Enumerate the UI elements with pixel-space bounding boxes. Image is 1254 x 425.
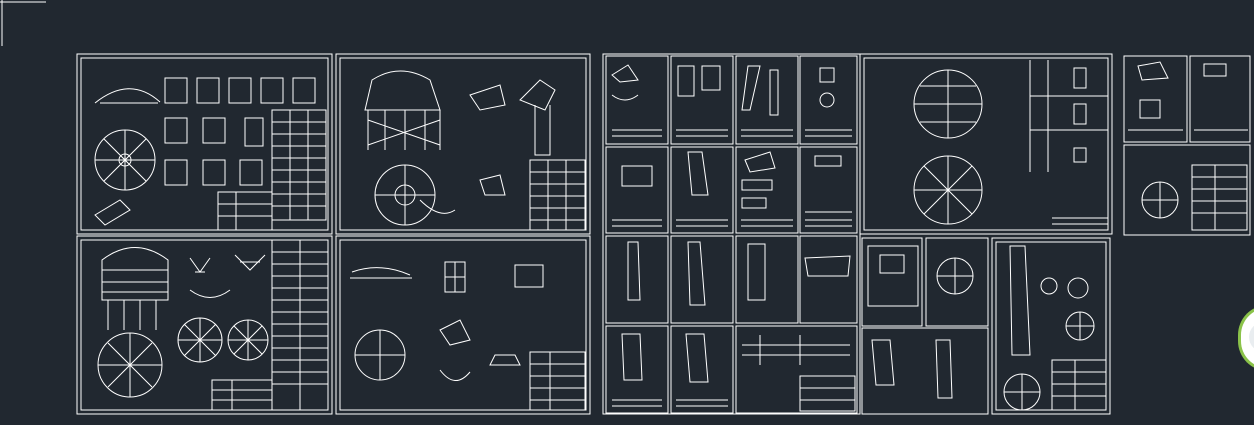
ucs-crosshair-icon — [0, 0, 46, 46]
sheet-small-part-2[interactable] — [1189, 55, 1251, 143]
sheet-support-1[interactable] — [861, 237, 923, 327]
sheet-sphere-plan[interactable] — [859, 53, 1113, 235]
sheet-small-part-1[interactable] — [1123, 55, 1188, 143]
sheet-part-14[interactable] — [670, 325, 734, 414]
sheet-part-9[interactable] — [605, 235, 669, 324]
sheet-support-2[interactable] — [925, 237, 989, 327]
sheet-part-7[interactable] — [735, 146, 799, 234]
sheet-small-part-3[interactable] — [1123, 144, 1251, 236]
navigation-wheel-center[interactable] — [1249, 322, 1254, 352]
sheet-part-15[interactable] — [735, 325, 858, 414]
sheet-sphere-assembly[interactable] — [76, 235, 333, 415]
sheet-part-5[interactable] — [605, 146, 669, 234]
sheet-part-1[interactable] — [605, 55, 669, 145]
sheet-part-13[interactable] — [605, 325, 669, 414]
sheet-part-8[interactable] — [799, 146, 858, 234]
sheet-part-4[interactable] — [799, 55, 858, 145]
sheet-sphere-details[interactable] — [76, 53, 333, 235]
sheet-support-3[interactable] — [861, 327, 989, 415]
sheet-vessel-elevation[interactable] — [335, 53, 591, 235]
sheet-part-6[interactable] — [670, 146, 734, 234]
sheet-part-2[interactable] — [670, 55, 734, 145]
sheet-part-12[interactable] — [799, 235, 858, 324]
sheet-foundation-plan[interactable] — [335, 235, 591, 415]
sheet-part-10[interactable] — [670, 235, 734, 324]
sheet-support-4[interactable] — [991, 237, 1111, 415]
sheet-part-3[interactable] — [735, 55, 799, 145]
sheet-part-11[interactable] — [735, 235, 799, 324]
